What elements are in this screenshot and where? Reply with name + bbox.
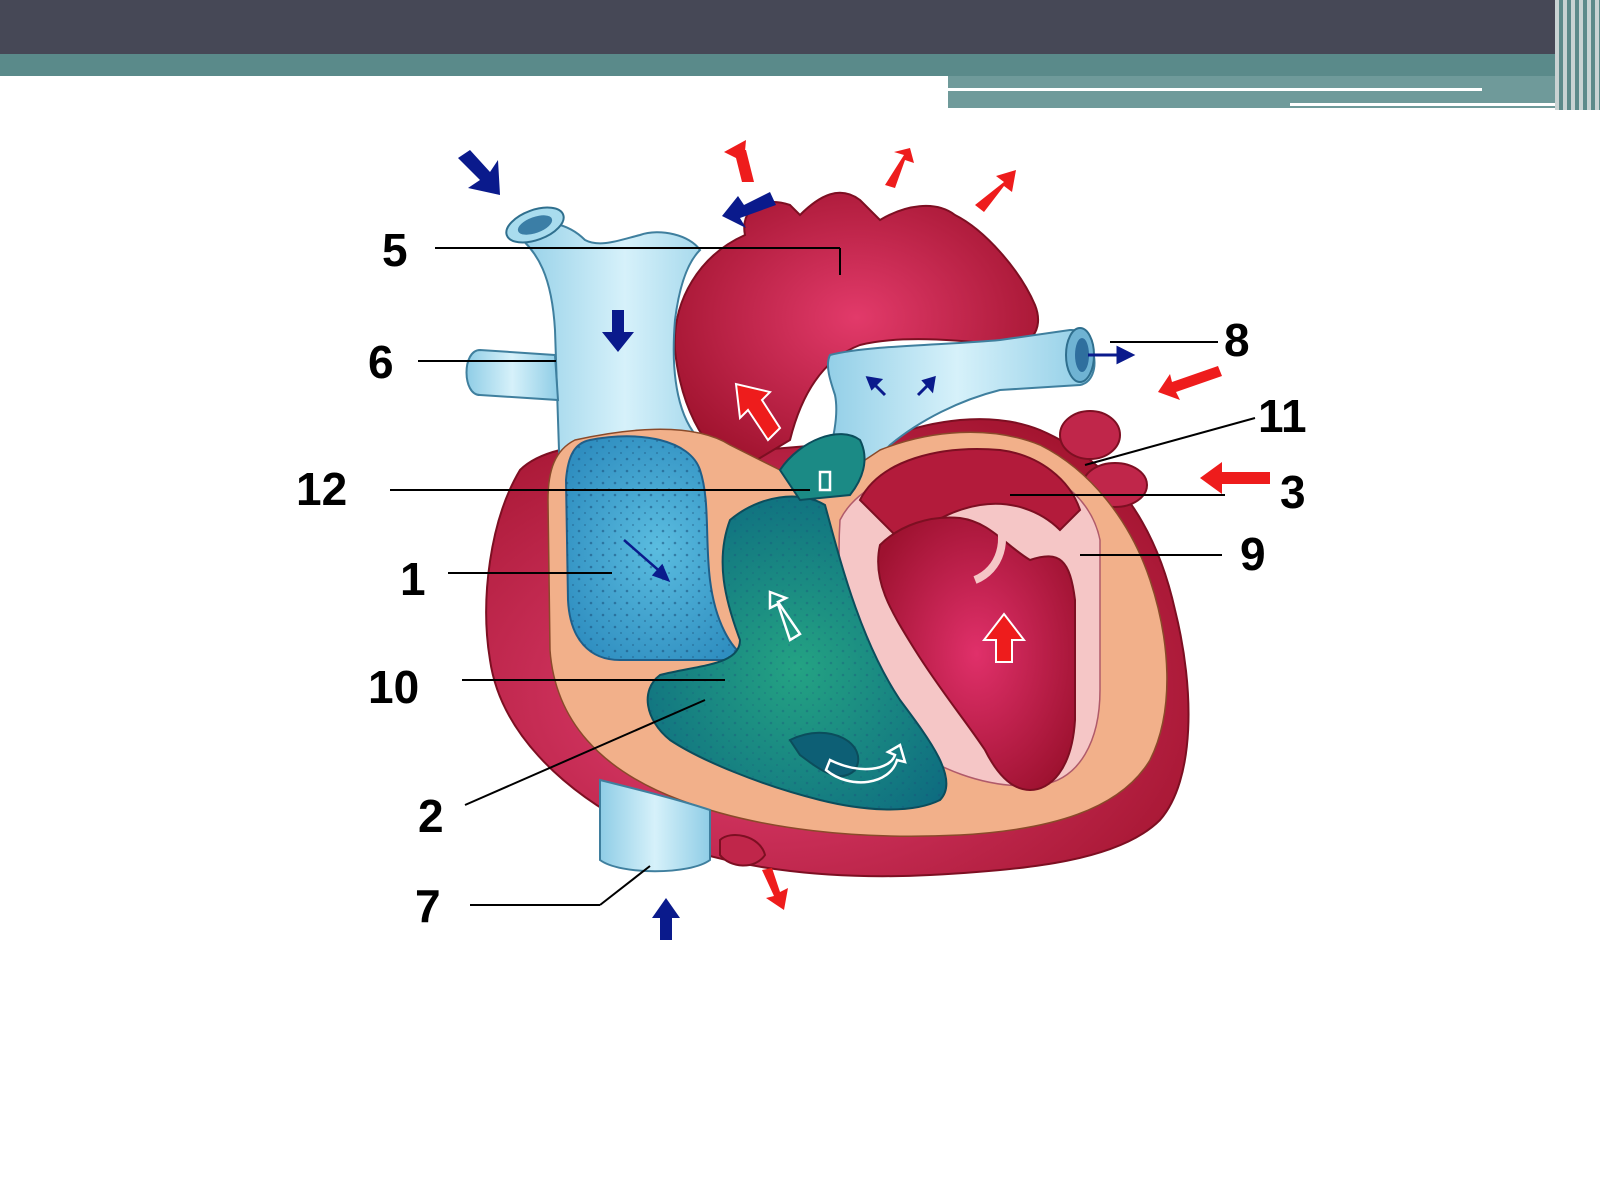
- label-8: 8: [1224, 314, 1250, 366]
- left-atrium: [858, 448, 1082, 547]
- right-atrium-texture: [566, 436, 750, 660]
- label-9: 9: [1240, 528, 1266, 580]
- leader-lines: [390, 247, 1256, 906]
- slide-header-line: [1290, 103, 1568, 106]
- arrow-blue-icon: [458, 150, 500, 195]
- label-5: 5: [382, 224, 408, 276]
- label-10: 10: [368, 661, 419, 713]
- pulmonary-artery: [818, 328, 1096, 512]
- label-7: 7: [415, 880, 441, 932]
- left-ventricle: [877, 516, 1076, 792]
- mitral-valve: [973, 508, 1007, 584]
- vena-cava-opening-inner: [517, 215, 553, 235]
- arrow-blue-icon: [865, 375, 936, 397]
- label-12: 12: [296, 463, 347, 515]
- arrow-red-icon: [724, 140, 754, 182]
- inferior-vena-cava: [599, 778, 711, 873]
- label-2: 2: [418, 790, 444, 842]
- superior-vena-cava: [507, 221, 743, 481]
- arrow-red-icon: [734, 382, 782, 442]
- coronary-vessel: [719, 834, 767, 867]
- right-ventricle-texture: [647, 496, 947, 810]
- arrow-red-icon: [762, 868, 788, 910]
- arrow-red-icon: [975, 170, 1016, 212]
- brachiocephalic-vein: [465, 348, 560, 402]
- arrow-blue-icon: [602, 310, 634, 352]
- arrow-blue-icon: [652, 898, 680, 940]
- pulmonary-artery-opening-inner: [1075, 338, 1089, 372]
- slide-header-accent-right: [948, 76, 1568, 108]
- slide-header-accent: [0, 54, 1600, 76]
- label-1: 1: [400, 553, 426, 605]
- arrow-blue-icon: [623, 539, 671, 583]
- label-11: 11: [1258, 390, 1307, 442]
- arrow-red-icon: [885, 148, 914, 188]
- pulmonary-valve-root: [778, 433, 866, 502]
- label-6: 6: [368, 336, 394, 388]
- arrow-red-icon: [1158, 366, 1222, 400]
- pulmonary-vein-upper: [1059, 410, 1121, 460]
- arrow-hollow-icon: [768, 470, 907, 784]
- arrow-red-icon: [981, 612, 1027, 663]
- arrow-blue-icon: [1088, 345, 1136, 365]
- label-3: 3: [1280, 466, 1306, 518]
- slide-header-line: [948, 88, 1482, 91]
- arrow-red-icon: [1200, 462, 1270, 494]
- slide-header-edge-stripes: [1555, 0, 1600, 110]
- slide-header-bar: [0, 0, 1600, 54]
- arrow-blue-icon: [722, 192, 776, 228]
